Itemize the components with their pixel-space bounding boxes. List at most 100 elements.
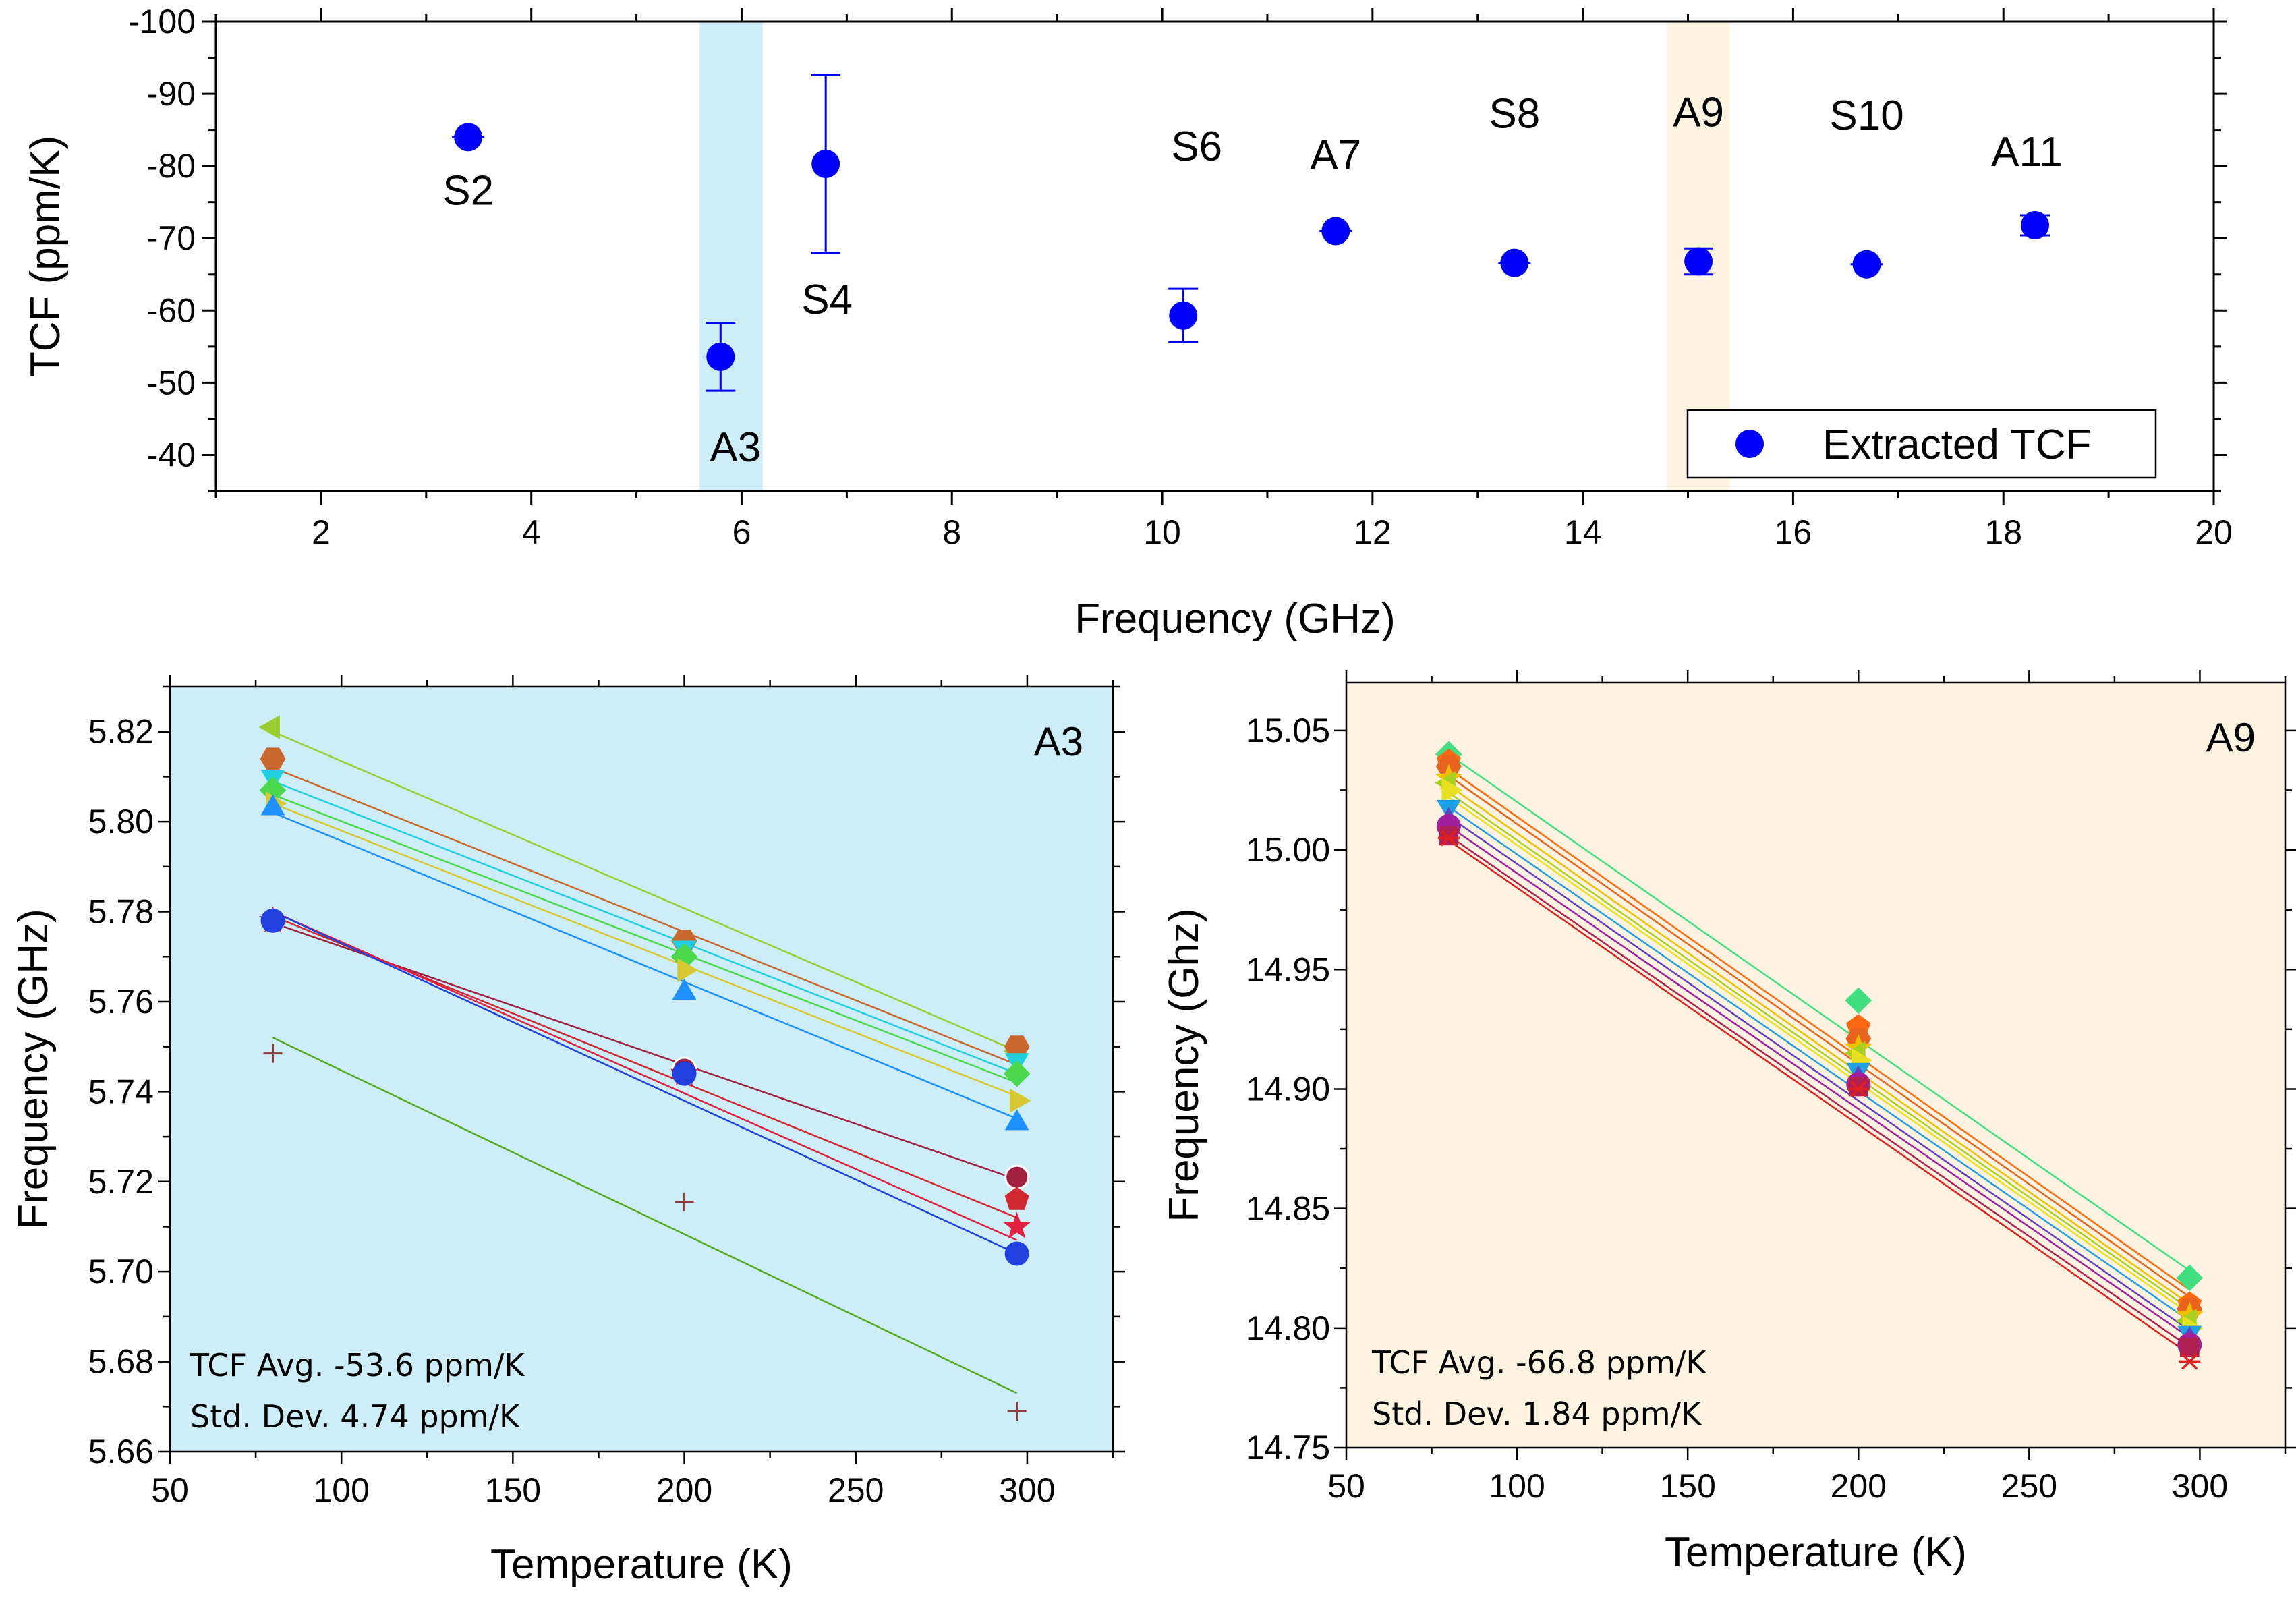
data-point-S8: [1500, 248, 1529, 277]
data-point-S6: [1169, 301, 1198, 330]
data-point-series-6: [672, 978, 697, 1000]
fit-line-8: [1448, 816, 2190, 1332]
legend-box: [1686, 409, 2157, 479]
x-tick-label: 100: [1489, 1467, 1545, 1505]
y-tick-label: 14.80: [1246, 1309, 1330, 1347]
x-tick-label: 8: [942, 513, 961, 551]
highlight-band-1: [699, 22, 763, 491]
data-point-A3: [706, 342, 735, 371]
fit-line-11: [272, 1037, 1018, 1394]
x-tick-label: 200: [1831, 1467, 1887, 1505]
data-point-series-10: [1439, 826, 1459, 846]
data-point-series-8: [1004, 1187, 1029, 1210]
data-point-S2: [454, 123, 483, 152]
y-tick-label: 5.70: [88, 1253, 154, 1290]
data-point-S4: [811, 149, 840, 178]
data-point-series-5: [677, 958, 699, 983]
annotation-text-1: TCF Avg. -66.8 ppm/K: [1371, 1344, 1707, 1381]
x-axis-title: Frequency (GHz): [1074, 596, 1395, 642]
point-label-S4: S4: [801, 277, 853, 323]
point-label-S10: S10: [1829, 92, 1903, 139]
data-point-series-4: [1003, 1060, 1031, 1087]
fit-line-5: [1448, 791, 2190, 1310]
data-point-A11: [2020, 210, 2049, 239]
x-tick-label: 12: [1354, 513, 1391, 551]
data-point-series-11: [675, 1192, 694, 1211]
fit-line-3: [272, 780, 1018, 1075]
fit-line-4: [1448, 784, 2190, 1305]
data-point-series-10: [1848, 1077, 1868, 1097]
y-axis-title: Frequency (GHz): [10, 909, 57, 1229]
y-tick-label: -70: [147, 219, 196, 257]
y-tick-label: 14.75: [1246, 1429, 1330, 1466]
x-tick-label: 2: [312, 513, 331, 551]
fit-line-10: [1448, 834, 2190, 1348]
fit-line-3: [1448, 775, 2190, 1298]
data-point-series-1: [1845, 987, 1872, 1015]
annotation-text-2: Std. Dev. 4.74 ppm/K: [190, 1398, 521, 1435]
y-tick-label: 5.68: [88, 1343, 154, 1381]
data-point-series-5: [1010, 1088, 1031, 1113]
legend-label: Extracted TCF: [1823, 422, 2092, 468]
plot-background: [170, 687, 1113, 1452]
x-tick-label: 10: [1143, 513, 1181, 551]
data-point-series-11: [1437, 830, 1460, 847]
point-label-A11: A11: [1991, 129, 2063, 175]
y-tick-label: 5.82: [88, 713, 154, 751]
y-tick-label: 5.74: [88, 1073, 154, 1110]
fit-line-11: [1448, 839, 2190, 1355]
y-tick-label: 5.72: [88, 1163, 154, 1201]
point-label-A7: A7: [1310, 132, 1361, 179]
x-tick-label: 50: [1327, 1467, 1365, 1505]
data-point-series-10: [1004, 1241, 1029, 1266]
x-tick-label: 16: [1775, 513, 1812, 551]
x-tick-label: 4: [522, 513, 541, 551]
data-point-A7: [1321, 217, 1350, 246]
fit-line-1: [272, 731, 1018, 1052]
fit-line-6: [272, 811, 1018, 1120]
y-tick-label: -40: [147, 436, 196, 474]
x-tick-label: 18: [1984, 513, 2022, 551]
fit-line-6: [1448, 797, 2190, 1315]
x-axis-title: Temperature (K): [490, 1541, 793, 1588]
fit-line-2: [272, 766, 1018, 1066]
data-point-series-2: [260, 747, 286, 770]
data-point-series-11: [1007, 1401, 1027, 1421]
data-point-series-7: [1004, 1164, 1030, 1190]
y-tick-label: -90: [147, 75, 196, 113]
y-tick-label: 5.80: [88, 803, 154, 840]
x-tick-label: 6: [733, 513, 751, 551]
y-tick-label: -100: [128, 3, 196, 40]
y-axis-title: Frequency (Ghz): [1161, 908, 1207, 1222]
x-tick-label: 300: [2172, 1467, 2228, 1505]
x-tick-label: 300: [999, 1471, 1055, 1509]
y-tick-label: -80: [147, 147, 196, 185]
fit-line-10: [272, 911, 1018, 1255]
data-point-series-1: [258, 715, 280, 739]
y-tick-label: 5.66: [88, 1433, 154, 1471]
x-tick-label: 250: [828, 1471, 884, 1509]
fit-line-9: [272, 911, 1018, 1241]
plot-frame: [169, 685, 1114, 1453]
fit-line-2: [1448, 768, 2190, 1291]
x-tick-label: 150: [485, 1471, 541, 1509]
y-tick-label: 15.00: [1246, 831, 1330, 869]
plot-frame: [214, 20, 2215, 492]
x-tick-label: 200: [656, 1471, 712, 1509]
x-axis-title: Temperature (K): [1665, 1529, 1967, 1576]
legend-marker: [1735, 430, 1764, 458]
y-tick-label: 14.90: [1246, 1070, 1330, 1108]
data-point-series-11: [1847, 1081, 1870, 1097]
y-tick-label: 15.05: [1246, 712, 1330, 749]
y-tick-label: 14.95: [1246, 950, 1330, 988]
annotation-text-1: TCF Avg. -53.6 ppm/K: [190, 1347, 525, 1383]
y-tick-label: -60: [147, 291, 196, 329]
y-tick-label: 5.78: [88, 893, 154, 931]
x-tick-label: 14: [1564, 513, 1602, 551]
data-point-series-10: [672, 1061, 697, 1086]
data-point-series-9: [1003, 1211, 1031, 1238]
x-tick-label: 100: [313, 1471, 369, 1509]
